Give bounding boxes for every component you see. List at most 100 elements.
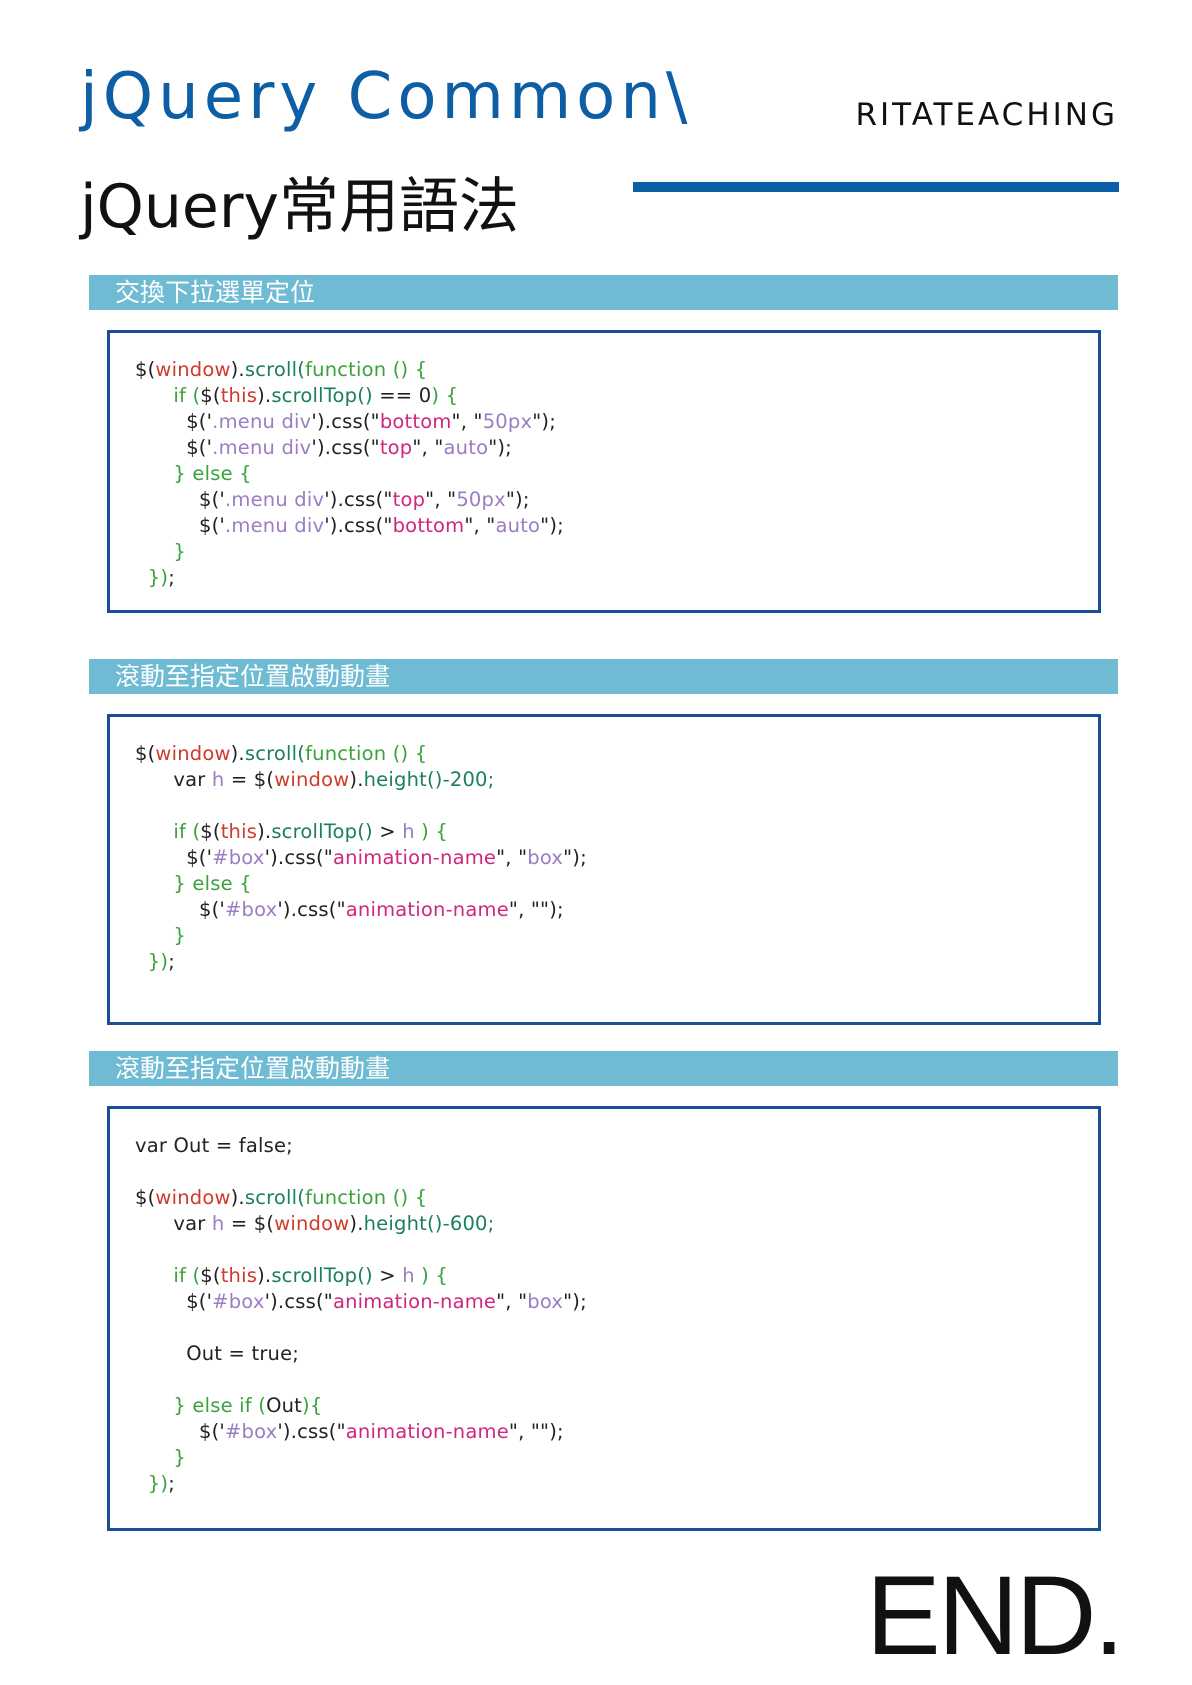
code-token: $(' bbox=[135, 410, 213, 433]
code-line bbox=[135, 1159, 1098, 1185]
code-line: $(window).scroll(function () { bbox=[135, 741, 1098, 767]
code-token: ). bbox=[230, 1186, 245, 1209]
code-token: ). bbox=[230, 742, 245, 765]
code-line: var Out = false; bbox=[135, 1133, 1098, 1159]
code-token: ). bbox=[349, 1212, 364, 1235]
code-block-2: $(window).scroll(function () { var h = $… bbox=[107, 714, 1101, 1025]
code-token: box bbox=[527, 1290, 564, 1313]
code-token: scrollTop() bbox=[271, 1264, 373, 1287]
code-token: ){ bbox=[302, 1394, 323, 1417]
code-token: ; bbox=[168, 1472, 175, 1495]
code-line: } else { bbox=[135, 461, 1098, 487]
section-bar-1: 交換下拉選單定位 bbox=[89, 275, 1118, 310]
code-token: animation-name bbox=[332, 846, 497, 869]
code-token: height()-600; bbox=[363, 1212, 495, 1235]
code-line: $('.menu div').css("top", "50px"); bbox=[135, 487, 1098, 513]
code-line bbox=[135, 793, 1098, 819]
code-token: this bbox=[220, 384, 258, 407]
code-token: $(' bbox=[135, 1420, 225, 1443]
code-line: } else { bbox=[135, 871, 1098, 897]
code-token: $( bbox=[200, 1264, 221, 1287]
code-line: $(window).scroll(function () { bbox=[135, 1185, 1098, 1211]
code-token: auto bbox=[495, 514, 541, 537]
code-token: scrollTop() bbox=[271, 384, 373, 407]
code-token: ", " bbox=[425, 488, 457, 511]
code-token: ). bbox=[257, 820, 272, 843]
code-token: auto bbox=[443, 436, 489, 459]
page-title-zh: jQuery常用語法 bbox=[80, 172, 520, 242]
code-token: $(' bbox=[135, 436, 213, 459]
code-token: > bbox=[372, 820, 403, 843]
code-token: "); bbox=[563, 1290, 587, 1313]
code-token: #box bbox=[212, 1290, 265, 1313]
code-token: } else { bbox=[135, 462, 252, 485]
code-token: var bbox=[135, 1212, 212, 1235]
code-token: ').css(" bbox=[264, 846, 333, 869]
code-line: $('.menu div').css("top", "auto"); bbox=[135, 435, 1098, 461]
code-line: $('#box').css("animation-name", "box"); bbox=[135, 1289, 1098, 1315]
code-token: #box bbox=[212, 846, 265, 869]
code-line: }); bbox=[135, 565, 1098, 591]
code-token: }) bbox=[135, 1472, 169, 1495]
code-token: var bbox=[135, 768, 212, 791]
code-token: ; bbox=[168, 566, 175, 589]
code-line: var h = $(window).height()-200; bbox=[135, 767, 1098, 793]
code-token: #box bbox=[224, 1420, 278, 1443]
code-token: "); bbox=[540, 514, 564, 537]
code-token: animation-name bbox=[345, 1420, 509, 1443]
code-token: $(' bbox=[135, 1290, 213, 1313]
code-token: animation-name bbox=[345, 898, 509, 921]
code-token: == 0 bbox=[372, 384, 432, 407]
code-token: this bbox=[220, 820, 258, 843]
code-line: if ($(this).scrollTop() == 0) { bbox=[135, 383, 1098, 409]
code-token: ').css(" bbox=[277, 1420, 346, 1443]
code-token: scroll( bbox=[244, 1186, 306, 1209]
code-token: window bbox=[155, 358, 231, 381]
code-token: $(' bbox=[135, 898, 225, 921]
code-token: if ( bbox=[135, 384, 201, 407]
code-token: h bbox=[211, 1212, 225, 1235]
code-line: } else if (Out){ bbox=[135, 1393, 1098, 1419]
code-line bbox=[135, 1315, 1098, 1341]
code-token: function () { bbox=[305, 742, 428, 765]
code-token: ) { bbox=[431, 384, 459, 407]
code-token: ). bbox=[257, 1264, 272, 1287]
code-token: ').css(" bbox=[264, 1290, 333, 1313]
page-title-en: jQuery Common\ bbox=[80, 60, 693, 134]
code-line: if ($(this).scrollTop() > h ) { bbox=[135, 819, 1098, 845]
code-token: top bbox=[379, 436, 413, 459]
code-token: $( bbox=[135, 1186, 156, 1209]
code-token: ). bbox=[230, 358, 245, 381]
code-token: ').css(" bbox=[311, 436, 380, 459]
code-token: ", " bbox=[451, 410, 483, 433]
code-token: "); bbox=[563, 846, 587, 869]
code-token: ", " bbox=[464, 514, 496, 537]
code-token: .menu div bbox=[224, 514, 325, 537]
code-token: h bbox=[402, 1264, 415, 1287]
code-token: window bbox=[155, 742, 231, 765]
code-token: } else if ( bbox=[135, 1394, 267, 1417]
code-line: $('.menu div').css("bottom", "50px"); bbox=[135, 409, 1098, 435]
code-token: $(' bbox=[135, 514, 225, 537]
code-line bbox=[135, 1237, 1098, 1263]
code-token: scroll( bbox=[244, 358, 306, 381]
code-line: } bbox=[135, 1445, 1098, 1471]
code-token: var Out = false; bbox=[135, 1134, 293, 1157]
code-token: function () { bbox=[305, 1186, 428, 1209]
end-label: END. bbox=[866, 1553, 1125, 1678]
code-token: .menu div bbox=[224, 488, 325, 511]
code-token: bottom bbox=[392, 514, 465, 537]
code-token: } bbox=[135, 924, 186, 947]
code-token: ) { bbox=[414, 1264, 448, 1287]
code-token: function () { bbox=[305, 358, 428, 381]
code-line: } bbox=[135, 923, 1098, 949]
code-line: } bbox=[135, 539, 1098, 565]
code-line: }); bbox=[135, 1471, 1098, 1497]
code-token: ", " bbox=[496, 846, 528, 869]
code-token: $(' bbox=[135, 846, 213, 869]
code-token: ; bbox=[168, 950, 175, 973]
code-token: h bbox=[402, 820, 415, 843]
code-token: 50px bbox=[456, 488, 506, 511]
code-token: window bbox=[274, 768, 350, 791]
code-token: $( bbox=[135, 742, 156, 765]
